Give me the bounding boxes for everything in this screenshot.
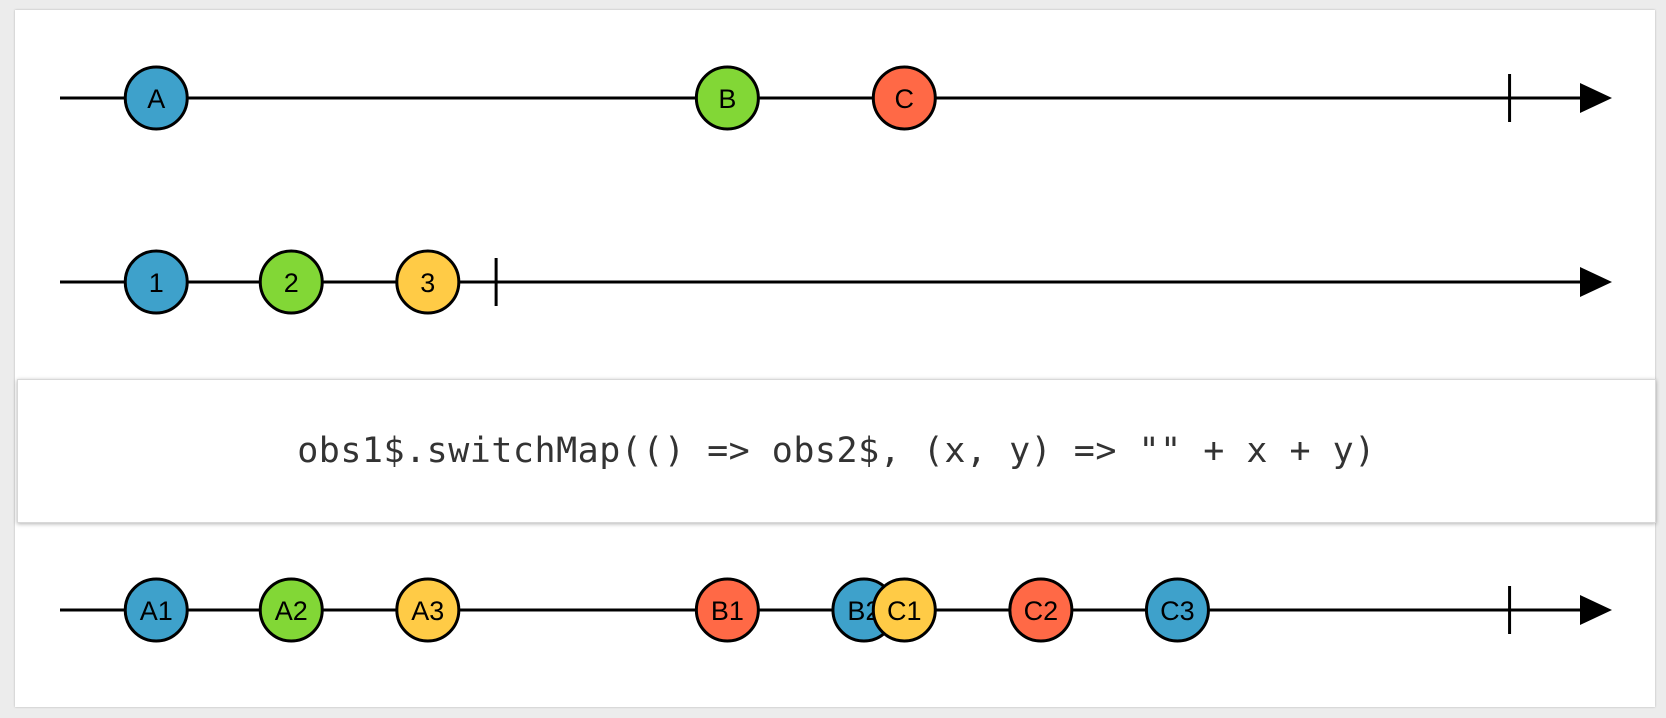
marble-circle [871,577,937,643]
marble-label: C2 [1024,596,1059,626]
marble-label: A2 [275,596,308,626]
marble-circle [123,249,189,315]
marble-1: 1 [123,249,189,315]
source-timeline: A B C [60,65,1612,131]
marble-circle [694,65,760,131]
marble-circle [1008,577,1074,643]
marble-C: C [871,65,937,131]
marble-B: B [694,65,760,131]
marble-circle [123,577,189,643]
operator-expression: obs1$.switchMap(() => obs2$, (x, y) => "… [297,431,1376,471]
marble-label: B [718,84,736,114]
timeline-arrowhead [1580,595,1612,625]
marble-3: 3 [395,249,461,315]
inner-timeline: 1 2 3 [60,249,1612,315]
marble-label: 3 [420,268,435,298]
marble-circle [123,65,189,131]
marble-A2: A2 [258,577,324,643]
marble-circle [694,577,760,643]
marble-A1: A1 [123,577,189,643]
marble-C3: C3 [1144,577,1210,643]
marble-label: C [895,84,915,114]
marble-A: A [123,65,189,131]
marble-circle [258,577,324,643]
marble-circle [395,249,461,315]
marble-label: A3 [411,596,444,626]
marble-label: A1 [140,596,173,626]
marble-label: C1 [887,596,922,626]
marble-label: A [147,84,165,114]
operator-box: obs1$.switchMap(() => obs2$, (x, y) => "… [17,379,1656,523]
marble-C2: C2 [1008,577,1074,643]
marble-2: 2 [258,249,324,315]
marble-A3: A3 [395,577,461,643]
timeline-arrowhead [1580,267,1612,297]
marble-label: B1 [711,596,744,626]
marble-circle [871,65,937,131]
marble-label: 1 [149,268,164,298]
marble-circle [1144,577,1210,643]
marble-label: 2 [284,268,299,298]
timeline-arrowhead [1580,83,1612,113]
marble-circle [395,577,461,643]
marble-label: C3 [1160,596,1195,626]
marble-circle [258,249,324,315]
marble-B1: B1 [694,577,760,643]
marble-C1: C1 [871,577,937,643]
